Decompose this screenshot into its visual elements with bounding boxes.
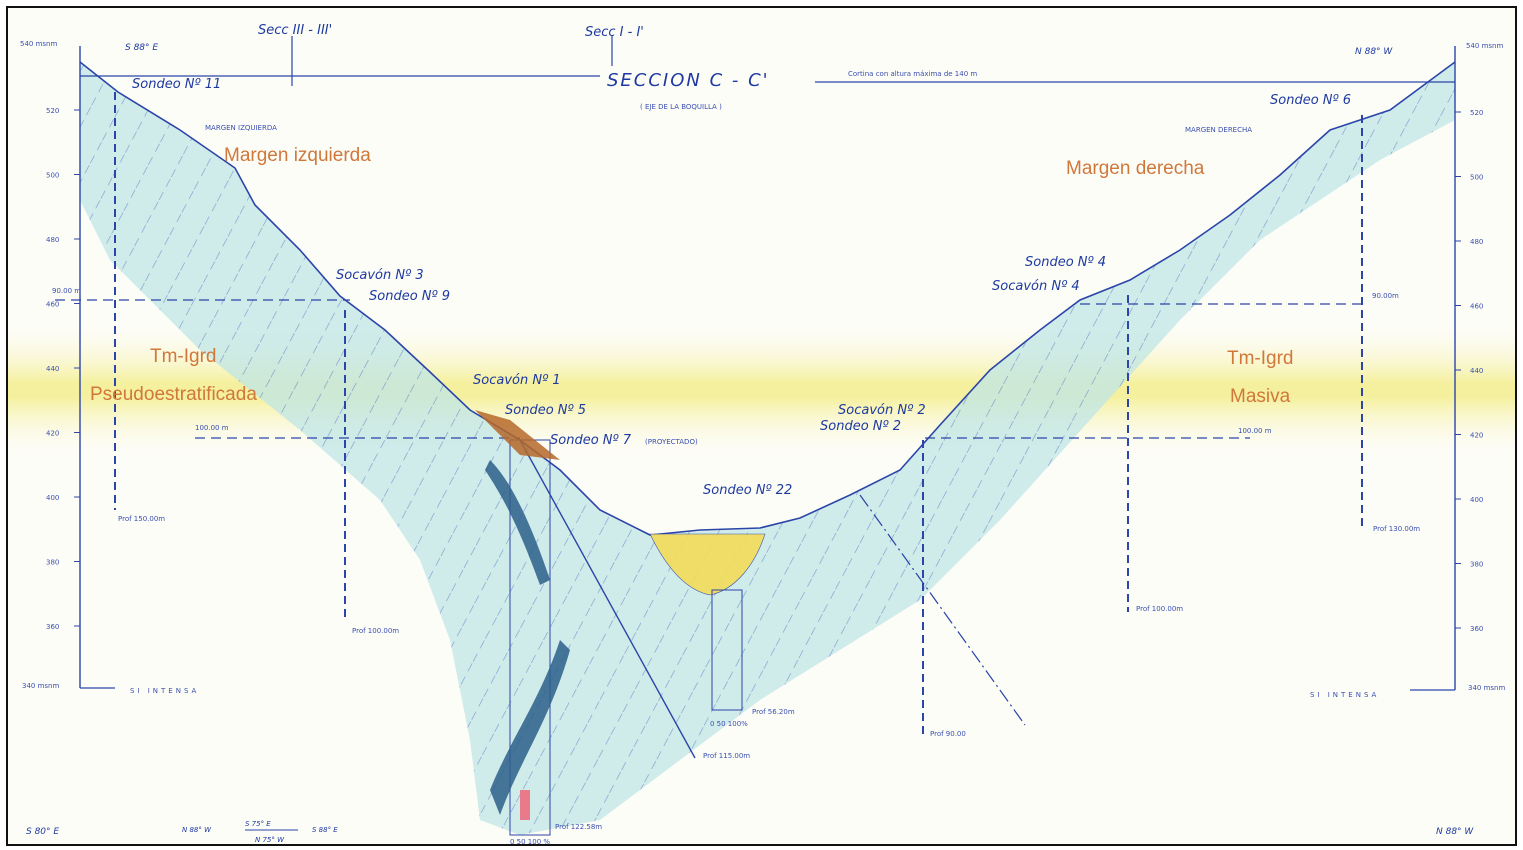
- borehole-7-label: Sondeo Nº 7: [550, 433, 632, 448]
- adit-1-label: Socavón Nº 1: [473, 373, 561, 388]
- orientation-top-left: S 88° E: [125, 43, 158, 53]
- unit-left-line1: Tm-Igrd: [150, 346, 217, 367]
- borehole-7-inclined: [519, 439, 696, 759]
- section-1-label: Secc I - I': [585, 25, 644, 40]
- margin-right-small: MARGEN DERECHA: [1185, 126, 1252, 134]
- scale-tick-label: 400: [46, 494, 59, 502]
- section-title: SECCION C - C': [607, 70, 770, 91]
- scale-tick-label: 420: [1470, 432, 1483, 440]
- orientation-top-right: N 88° W: [1355, 47, 1393, 57]
- orientation-bottom-d: S 88° E: [312, 826, 338, 834]
- borehole-7-depth: Prof 115.00m: [703, 752, 750, 760]
- borehole-9-depth: Prof 100.00m: [352, 627, 399, 635]
- rqd-axis-bottom: 0 50 100 %: [510, 838, 550, 846]
- scale-left-bottom: 340 msnm: [22, 682, 59, 690]
- section-3-label: Secc III - III': [258, 23, 332, 38]
- scale-tick-label: 440: [1470, 367, 1483, 375]
- crest-note: Cortina con altura máxima de 140 m: [848, 70, 977, 78]
- si-intensa-right: SI INTENSA: [1310, 691, 1379, 699]
- borehole-2-label: Sondeo Nº 2: [820, 419, 901, 434]
- borehole-6-label: Sondeo Nº 6: [1270, 93, 1351, 108]
- scale-tick-label: 380: [46, 559, 59, 567]
- rock-hatching: [80, 62, 1455, 835]
- borehole-2-depth: Prof 90.00: [930, 730, 966, 738]
- borehole-central-depth: Prof 122.58m: [555, 823, 602, 831]
- orientation-bottom-right: N 88° W: [1436, 827, 1474, 837]
- adit-2-label: Socavón Nº 2: [838, 403, 926, 418]
- fault-right: [859, 494, 1026, 726]
- adit-zone-1: [475, 410, 560, 460]
- borehole-9-label: Sondeo Nº 9: [369, 289, 450, 304]
- borehole-6-depth: Prof 130.00m: [1373, 525, 1420, 533]
- scale-tick-label: 520: [46, 107, 59, 115]
- scale-tick-label: 460: [46, 301, 59, 309]
- scale-tick-label: 500: [1470, 174, 1483, 182]
- scale-tick-label: 480: [46, 236, 59, 244]
- scale-right-top: 540 msnm: [1466, 42, 1503, 50]
- scale-tick-label: 480: [1470, 238, 1483, 246]
- margin-left-label: Margen izquierda: [224, 145, 371, 166]
- borehole-4-depth: Prof 100.00m: [1136, 605, 1183, 613]
- scale-tick-label: 520: [1470, 109, 1483, 117]
- borehole-7-suffix: (PROYECTADO): [645, 438, 698, 446]
- level-90-right-label: 90.00m: [1372, 292, 1399, 300]
- adit-3-label: Socavón Nº 3: [336, 268, 424, 283]
- level-100-right-label: 100.00 m: [1238, 427, 1272, 435]
- margin-right-label: Margen derecha: [1066, 158, 1205, 179]
- section-subtitle: ( EJE DE LA BOQUILLA ): [640, 103, 722, 111]
- rqd-axis-center: 0 50 100%: [710, 720, 748, 728]
- orientation-bottom-c: N 75° W: [255, 836, 285, 844]
- scale-tick-label: 400: [1470, 496, 1483, 504]
- scale-tick-label: 460: [1470, 303, 1483, 311]
- scale-tick-label: 420: [46, 430, 59, 438]
- borehole-4-label: Sondeo Nº 4: [1025, 255, 1106, 270]
- orientation-bottom-left: S 80° E: [26, 827, 59, 837]
- borehole-11-depth: Prof 150.00m: [118, 515, 165, 523]
- adit-4-label: Socavón Nº 4: [992, 279, 1080, 294]
- unit-right-line2: Masiva: [1230, 386, 1291, 407]
- scale-tick-label: 500: [46, 172, 59, 180]
- level-90-left-label: 90.00 m: [52, 287, 81, 295]
- scale-tick-label: 440: [46, 365, 59, 373]
- dyke-upper: [485, 460, 550, 585]
- dyke-lower: [490, 640, 570, 815]
- log-red-bar-1: [520, 790, 530, 820]
- unit-right-line1: Tm-Igrd: [1227, 348, 1294, 369]
- scale-tick-label: 380: [1470, 561, 1483, 569]
- right-scale-ticks: 520 500 480 460 440 420 400 380 360: [1455, 109, 1483, 633]
- log-borehole-22: [711, 589, 743, 711]
- borehole-22-depth: Prof 56.20m: [752, 708, 795, 716]
- unit-left-line2: Pseudoestratificada: [90, 384, 257, 405]
- orientation-bottom-b: S 75° E: [245, 820, 271, 828]
- scale-tick-label: 360: [1470, 625, 1483, 633]
- level-100-left-label: 100.00 m: [195, 424, 229, 432]
- alluvial-channel: [649, 533, 766, 596]
- margin-left-small: MARGEN IZQUIERDA: [205, 124, 277, 132]
- borehole-5-label: Sondeo Nº 5: [505, 403, 586, 418]
- borehole-22-label: Sondeo Nº 22: [703, 483, 792, 498]
- borehole-11-label: Sondeo Nº 11: [132, 77, 221, 92]
- scale-left-top: 540 msnm: [20, 40, 57, 48]
- scale-right-bottom: 340 msnm: [1468, 684, 1505, 692]
- orientation-bottom-a: N 88° W: [182, 826, 212, 834]
- terrain-profile: [79, 61, 1456, 536]
- left-scale-ticks: 520 500 480 460 440 420 400 380 360: [46, 107, 80, 631]
- scale-tick-label: 360: [46, 623, 59, 631]
- si-intensa-left: SI INTENSA: [130, 687, 199, 695]
